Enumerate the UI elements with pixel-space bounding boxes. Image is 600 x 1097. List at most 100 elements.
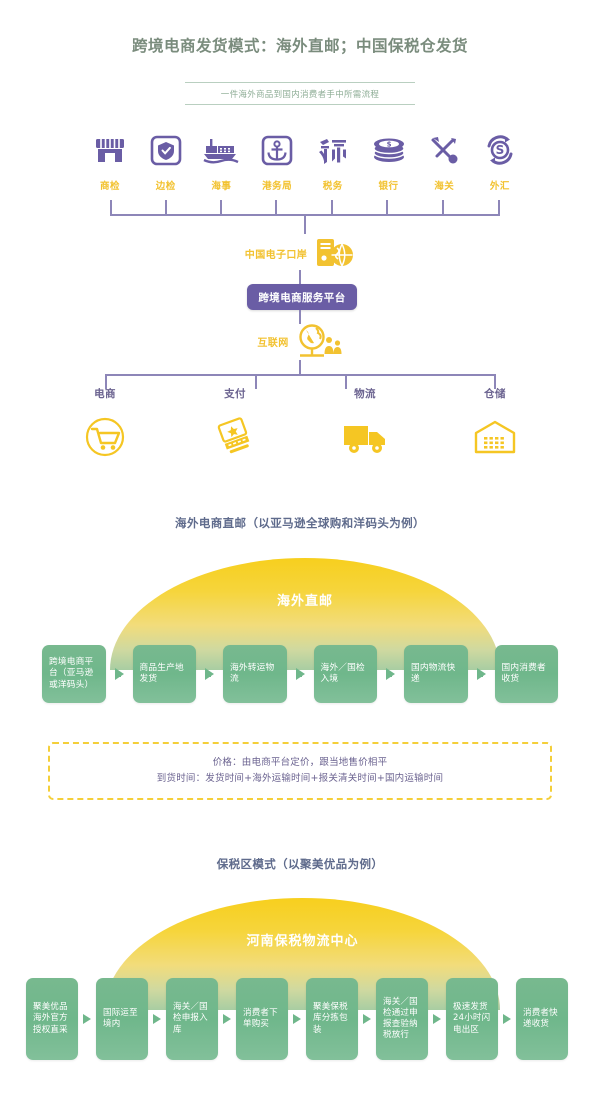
- service-label: 支付: [224, 388, 246, 400]
- globe-people-icon: [293, 322, 343, 360]
- agency-item-inspection[interactable]: 商检: [85, 128, 135, 192]
- agency-item-customs[interactable]: 海关: [419, 128, 469, 192]
- note-line-price: 价格：由电商平台定价，跟当地售价相平: [212, 756, 388, 768]
- note-line-delivery-time: 到货时间：发货时间+海外运输时间+报关清关时间+国内运输时间: [156, 773, 444, 784]
- agency-label: 商检: [99, 181, 120, 192]
- subtitle-text: 一件海外商品到国内消费者手中所需流程: [220, 90, 380, 100]
- warehouse-icon: [450, 414, 540, 460]
- server-globe-icon: [313, 236, 355, 270]
- flow-step[interactable]: 海外／国检入境: [313, 645, 377, 703]
- connector-vertical: [299, 360, 301, 376]
- coin-stack-icon: $: [364, 128, 414, 172]
- svg-text:S: S: [496, 143, 505, 157]
- anchor-icon: [252, 128, 302, 172]
- china-eport-row: 中国电子口岸: [0, 236, 600, 270]
- agency-row: 商检 边检 海: [85, 128, 525, 192]
- price-note-box: 价格：由电商平台定价，跟当地售价相平 到货时间：发货时间+海外运输时间+报关清关…: [48, 742, 552, 800]
- connector-stub: [331, 200, 333, 215]
- connector-drop: [304, 214, 306, 234]
- agency-item-bank[interactable]: $ 银行: [364, 128, 414, 192]
- section-heading-direct-mail: 海外电商直邮（以亚马逊全球购和洋码头为例）: [175, 516, 425, 530]
- agency-connector-bus: [85, 200, 525, 234]
- connector-stub: [442, 200, 444, 215]
- flow-bonded-zone: 聚美优品海外官方授权直采 国际运至境内 海关／国检申报入库 消费者下单购买 聚美…: [26, 978, 574, 1060]
- flow-step[interactable]: 消费者快递收货: [516, 978, 568, 1060]
- shield-check-icon: [141, 128, 191, 172]
- flow-step[interactable]: 海关／国检通过申报查验纳税放行: [376, 978, 428, 1060]
- flow-step[interactable]: 海关／国检申报入库: [166, 978, 218, 1060]
- flow-direct-mail: 跨境电商平台（亚马逊或洋码头） 商品生产地发货 海外转运物流 海外／国检入境 国…: [42, 645, 558, 703]
- service-item-ecommerce[interactable]: 电商: [60, 386, 150, 460]
- connector-stub: [386, 200, 388, 215]
- shopping-cart-icon: [60, 414, 150, 460]
- flow-arrow-icon: [153, 1014, 161, 1024]
- connector-stub: [220, 200, 222, 215]
- connector-stub: [255, 374, 257, 389]
- currency-exchange-icon: S: [475, 128, 525, 172]
- flow-arrow-icon: [293, 1014, 301, 1024]
- agency-item-taxation[interactable]: 税务: [308, 128, 358, 192]
- connector-horizontal: [105, 374, 495, 376]
- agency-item-forex[interactable]: S 外汇: [475, 128, 525, 192]
- flow-step[interactable]: 消费者下单购买: [236, 978, 288, 1060]
- service-item-warehouse[interactable]: 仓储: [450, 386, 540, 460]
- delivery-truck-icon: [320, 414, 410, 460]
- internet-label: 互联网: [257, 337, 289, 349]
- flow-arrow-icon: [114, 668, 124, 680]
- flow-step[interactable]: 商品生产地发货: [132, 645, 196, 703]
- tax-character-icon: [308, 128, 358, 172]
- dome-label-bonded-zone: 河南保税物流中心: [246, 934, 359, 949]
- agency-item-maritime[interactable]: 海事: [196, 128, 246, 192]
- connector-vertical: [299, 310, 301, 324]
- svg-text:$: $: [386, 141, 391, 149]
- subtitle-rule-top: [185, 82, 415, 83]
- agency-label: 港务局: [262, 181, 293, 192]
- internet-row: 互联网: [0, 322, 600, 360]
- flow-step[interactable]: 极速发货24小时闪电出区: [446, 978, 498, 1060]
- flow-step[interactable]: 聚美保税库分拣包装: [306, 978, 358, 1060]
- connector-stub: [275, 200, 277, 215]
- flow-step[interactable]: 跨境电商平台（亚马逊或洋码头）: [42, 645, 106, 703]
- service-label: 仓储: [484, 388, 506, 400]
- flow-arrow-icon: [476, 668, 486, 680]
- flow-step[interactable]: 国内消费者收货: [494, 645, 558, 703]
- service-row: 电商 支付: [60, 386, 540, 460]
- flow-arrow-icon: [223, 1014, 231, 1024]
- connector-stub: [165, 200, 167, 215]
- connector-stub: [494, 374, 496, 389]
- service-connector-bus: [60, 374, 540, 394]
- platform-box[interactable]: 跨境电商服务平台: [247, 284, 357, 310]
- customs-crossed-tools-icon: [419, 128, 469, 172]
- page-title: 跨境电商发货模式：海外直邮；中国保税仓发货: [131, 37, 468, 55]
- connector-stub: [105, 374, 107, 389]
- service-item-payment[interactable]: 支付: [190, 386, 280, 460]
- agency-item-border[interactable]: 边检: [141, 128, 191, 192]
- service-label: 电商: [94, 388, 116, 400]
- flow-arrow-icon: [205, 668, 214, 680]
- cargo-ship-icon: [196, 128, 246, 172]
- dome-label-direct-mail: 海外直邮: [276, 594, 333, 609]
- flow-step[interactable]: 国内物流快递: [404, 645, 468, 703]
- agency-label: 海关: [434, 181, 455, 192]
- flow-arrow-icon: [295, 668, 305, 680]
- flow-arrow-icon: [83, 1014, 91, 1024]
- flow-step[interactable]: 海外转运物流: [223, 645, 287, 703]
- flow-arrow-icon: [433, 1014, 441, 1024]
- flow-step[interactable]: 国际运至境内: [96, 978, 148, 1060]
- inspection-shop-icon: [85, 128, 135, 172]
- agency-label: 外汇: [489, 181, 510, 192]
- flow-step[interactable]: 聚美优品海外官方授权直采: [26, 978, 78, 1060]
- flow-arrow-icon: [363, 1014, 371, 1024]
- flow-arrow-icon: [386, 668, 395, 680]
- payment-card-icon: [190, 414, 280, 460]
- subtitle-block: 一件海外商品到国内消费者手中所需流程: [185, 82, 415, 105]
- connector-stub: [345, 374, 347, 389]
- agency-label: 边检: [155, 181, 176, 192]
- china-eport-label: 中国电子口岸: [244, 249, 308, 261]
- connector-stub: [498, 200, 500, 215]
- connector-stub: [110, 200, 112, 215]
- service-item-logistics[interactable]: 物流: [320, 386, 410, 460]
- flow-arrow-icon: [503, 1014, 511, 1024]
- agency-item-port-authority[interactable]: 港务局: [252, 128, 302, 192]
- section-heading-bonded-zone: 保税区模式（以聚美优品为例）: [216, 857, 384, 871]
